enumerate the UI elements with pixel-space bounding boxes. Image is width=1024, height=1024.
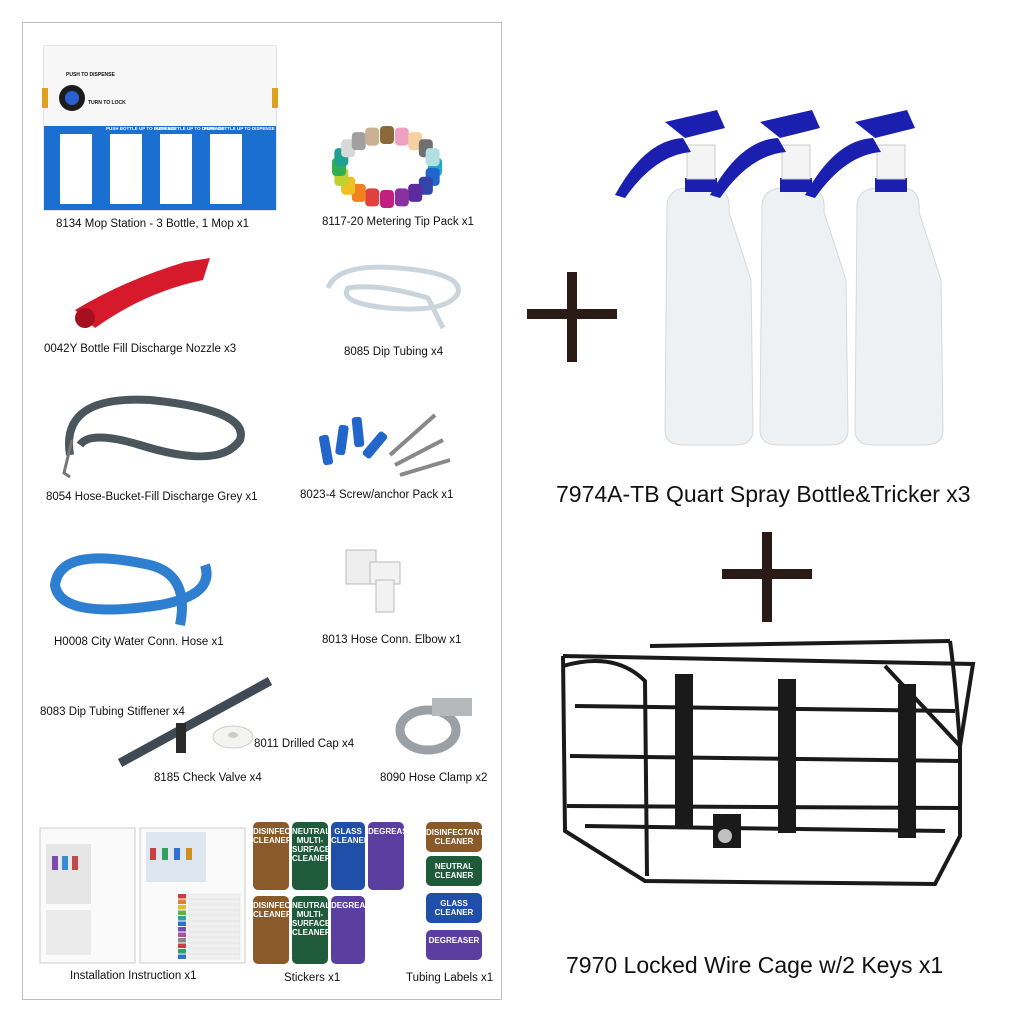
hose-clamp-image: [395, 698, 472, 755]
sticker-disinfectant-mop: DISINFECTANT CLEANER: [253, 896, 311, 964]
spray-bottles-label: 7974A-TB Quart Spray Bottle&Tricker x3: [556, 481, 971, 507]
screw-anchor-image: [318, 413, 451, 477]
sticker-neutral-mop: NEUTRAL MULTI-SURFACE CLEANER: [292, 896, 331, 964]
dip-tubing-image: [325, 264, 461, 330]
metering-tip: [380, 190, 394, 208]
drilled-cap-label: 8011 Drilled Cap x4: [254, 738, 355, 750]
wire-cage-image: [561, 639, 976, 887]
sticker-disinfectant: DISINFECTANT CLEANER: [253, 822, 311, 890]
tubing-tag-neutral: NEUTRAL CLEANER: [426, 856, 482, 886]
tubing-tag-disinfectant: DISINFECTANT CLEANER: [426, 822, 484, 852]
elbow-image: [345, 549, 401, 613]
metering-tip-label: 8117-20 Metering Tip Pack x1: [322, 216, 474, 228]
parts-panel: [22, 22, 502, 1000]
sticker-degreaser-mop: DEGREASER: [331, 896, 382, 964]
nozzle-label: 0042Y Bottle Fill Discharge Nozzle x3: [44, 343, 237, 355]
plus-icon: [527, 272, 617, 362]
station-slot-text: PUSH BOTTLE UP TO DISPENSE: [106, 126, 177, 131]
mop-station-image: [42, 45, 278, 211]
tubing-tag-glass: GLASS CLEANER: [426, 893, 482, 923]
metering-tip: [394, 188, 409, 207]
sticker-glass: GLASS CLEANER: [331, 822, 370, 890]
hose-bucket-image: [62, 395, 245, 479]
installation-instruction-image: [39, 827, 246, 964]
wire-cage-label: 7970 Locked Wire Cage w/2 Keys x1: [566, 952, 944, 978]
sticker-degreaser: DEGREASER: [368, 822, 419, 890]
stickers-label: Stickers x1: [284, 972, 341, 984]
mop-station-label: 8134 Mop Station - 3 Bottle, 1 Mop x1: [56, 218, 250, 230]
metering-tip: [425, 148, 440, 167]
check-valve-label: 8185 Check Valve x4: [154, 772, 262, 784]
metering-tip: [365, 127, 380, 146]
stiffener-image: [117, 677, 273, 767]
spray-bottle: [805, 110, 944, 446]
tubing-tag-degreaser: DEGREASER: [426, 930, 482, 960]
nozzle-image: [75, 258, 210, 328]
metering-tip-image: [332, 126, 442, 208]
metering-tip: [341, 139, 356, 158]
metering-tip: [351, 183, 366, 202]
station-slot-text: PUSH BOTTLE UP TO DISPENSE: [204, 126, 275, 131]
station-slot-text: PUSH BOTTLE UP TO DISPENSE: [154, 126, 225, 131]
spray-bottle: [710, 110, 849, 446]
stiffener-label: 8083 Dip Tubing Stiffener x4: [40, 706, 185, 718]
sticker-neutral: NEUTRAL MULTI-SURFACE CLEANER: [292, 822, 331, 890]
metering-tip: [365, 188, 380, 207]
metering-tip: [408, 132, 423, 151]
metering-tip: [418, 176, 433, 195]
elbow-label: 8013 Hose Conn. Elbow x1: [322, 634, 462, 646]
station-push-text: PUSH TO DISPENSE: [66, 72, 115, 78]
city-water-label: H0008 City Water Conn. Hose x1: [54, 636, 224, 648]
metering-tip: [394, 127, 409, 146]
plus-icon: [722, 532, 812, 622]
hose-clamp-label: 8090 Hose Clamp x2: [380, 772, 488, 784]
drilled-cap-image: [212, 725, 254, 749]
installation-instruction-label: Installation Instruction x1: [70, 970, 197, 982]
metering-tip: [351, 132, 366, 151]
dip-tubing-label: 8085 Dip Tubing x4: [344, 346, 444, 358]
spray-bottles-image: [615, 110, 944, 446]
hose-bucket-label: 8054 Hose-Bucket-Fill Discharge Grey x1: [46, 491, 258, 503]
spray-bottle: [615, 110, 754, 446]
metering-tip: [408, 183, 423, 202]
metering-tip: [380, 126, 394, 144]
tubing-labels-label: Tubing Labels x1: [406, 972, 494, 984]
screw-anchor-label: 8023-4 Screw/anchor Pack x1: [300, 489, 454, 501]
station-turn-text: TURN TO LOCK: [88, 100, 126, 106]
city-water-hose-image: [49, 553, 212, 626]
